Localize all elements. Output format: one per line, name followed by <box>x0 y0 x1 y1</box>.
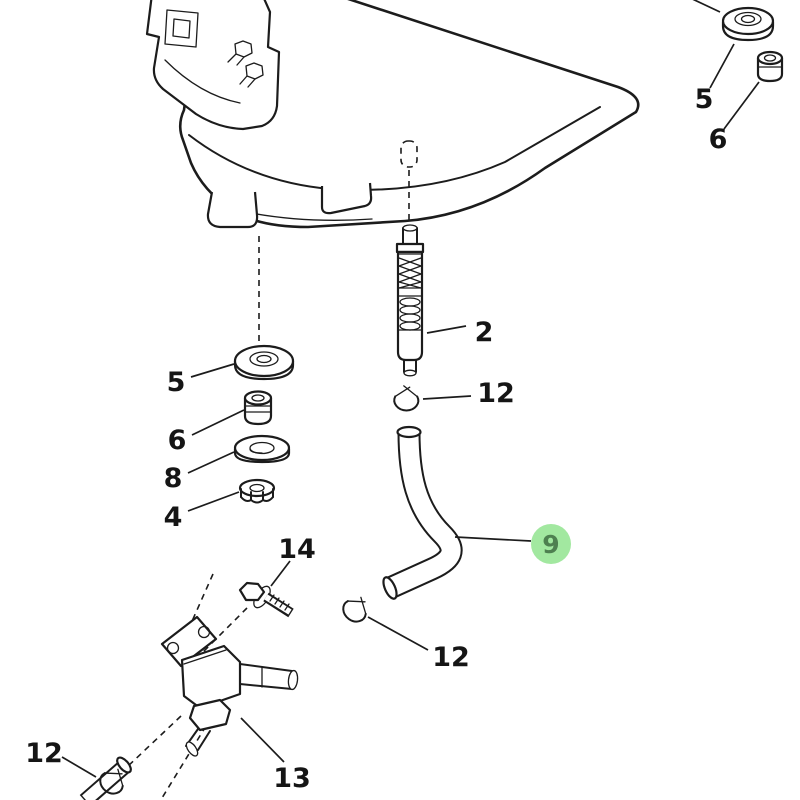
part-9-highlight-badge: 9 <box>531 524 571 564</box>
fuel-strainer-2 <box>395 224 425 377</box>
tank-bracket <box>145 0 281 131</box>
callout-14: 14 <box>278 534 316 565</box>
callout-12-filter: 12 <box>477 378 515 409</box>
callout-13: 13 <box>273 763 311 794</box>
callout-5-topright: 5 <box>695 84 714 115</box>
bracket-bolt-icon <box>245 62 264 80</box>
callout-4: 4 <box>164 502 183 533</box>
wire-clip-12-filter <box>392 384 421 413</box>
fuel-cock-13 <box>160 615 299 757</box>
callout-12-hose: 12 <box>432 642 470 673</box>
leader-8 <box>187 451 235 474</box>
leader-13 <box>240 717 285 763</box>
grommet-5-topright <box>721 6 775 42</box>
callout-8: 8 <box>164 463 183 494</box>
callout-6-topright: 6 <box>709 124 728 155</box>
leader-4 <box>187 491 240 512</box>
leader-6-topright <box>723 81 760 130</box>
leader-5-left <box>190 363 235 378</box>
leader-6-left <box>191 409 245 436</box>
flat-washer-8 <box>233 434 291 464</box>
tank-mount-tab-left <box>206 191 259 229</box>
leader-12-pipe <box>61 756 97 778</box>
bracket-bolt-icon <box>234 40 253 58</box>
fuel-cock-hex <box>188 698 232 732</box>
highlight-circle <box>531 524 571 564</box>
bracket-hole <box>172 18 191 39</box>
leader-2 <box>426 325 467 334</box>
leader-top-corner <box>692 0 721 13</box>
flange-nut-4 <box>238 478 276 504</box>
collar-6-topright <box>756 50 784 83</box>
fuel-cock-outlet <box>287 669 299 691</box>
callout-9: 9 <box>542 530 559 559</box>
fuel-cock-flange <box>160 615 218 668</box>
fuel-tank <box>178 0 640 229</box>
callout-5-left: 5 <box>167 367 186 398</box>
hex-bolt-14 <box>238 581 294 618</box>
leader-12-hose <box>367 616 429 651</box>
assembly-guides <box>125 140 418 799</box>
tank-mount-tab-mid <box>320 182 373 215</box>
leader-5-topright <box>709 43 735 89</box>
leader-12-filter <box>422 395 472 400</box>
fuel-hose-9 <box>382 425 463 600</box>
grommet-5-left <box>233 344 295 381</box>
leader-9 <box>454 536 532 542</box>
fuel-cock-body <box>180 644 242 710</box>
leader-14 <box>270 560 291 587</box>
callout-2: 2 <box>475 317 494 348</box>
callout-12-pipe: 12 <box>25 738 63 769</box>
collar-6-left <box>243 390 273 426</box>
wire-clip-12-hose <box>337 590 374 628</box>
callout-6-left: 6 <box>168 425 187 456</box>
